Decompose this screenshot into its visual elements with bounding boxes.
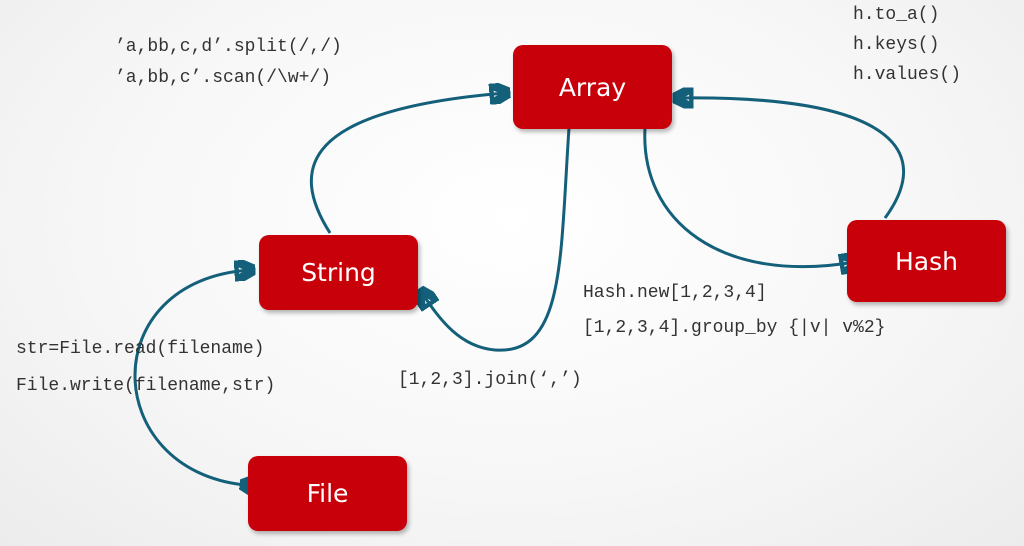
edge-string-to-array — [309, 93, 505, 234]
hash-node: Hash — [847, 220, 1006, 302]
array-node: Array — [513, 45, 672, 129]
edge-string-file — [133, 270, 250, 485]
edge-array-to-string — [422, 127, 571, 352]
label-file-read: str=File.read(filename) — [16, 339, 265, 359]
label-to-a: h.to_a() — [853, 5, 940, 25]
edge-hash-to-array — [678, 98, 906, 219]
edge-array-to-hash — [643, 127, 855, 267]
label-split: ’a,bb,c,d’.split(/,/) — [115, 37, 342, 57]
label-values: h.values() — [853, 65, 962, 85]
string-node: String — [259, 235, 418, 310]
label-file-write: File.write(filename,str) — [16, 376, 276, 396]
label-group-by: [1,2,3,4].group_by {|v| v%2} — [583, 318, 886, 338]
label-keys: h.keys() — [853, 35, 940, 55]
label-hash-new: Hash.new[1,2,3,4] — [583, 283, 767, 303]
file-node: File — [248, 456, 407, 531]
label-scan: ’a,bb,c’.scan(/\w+/) — [115, 68, 332, 88]
label-join: [1,2,3].join(‘,’) — [398, 370, 582, 390]
